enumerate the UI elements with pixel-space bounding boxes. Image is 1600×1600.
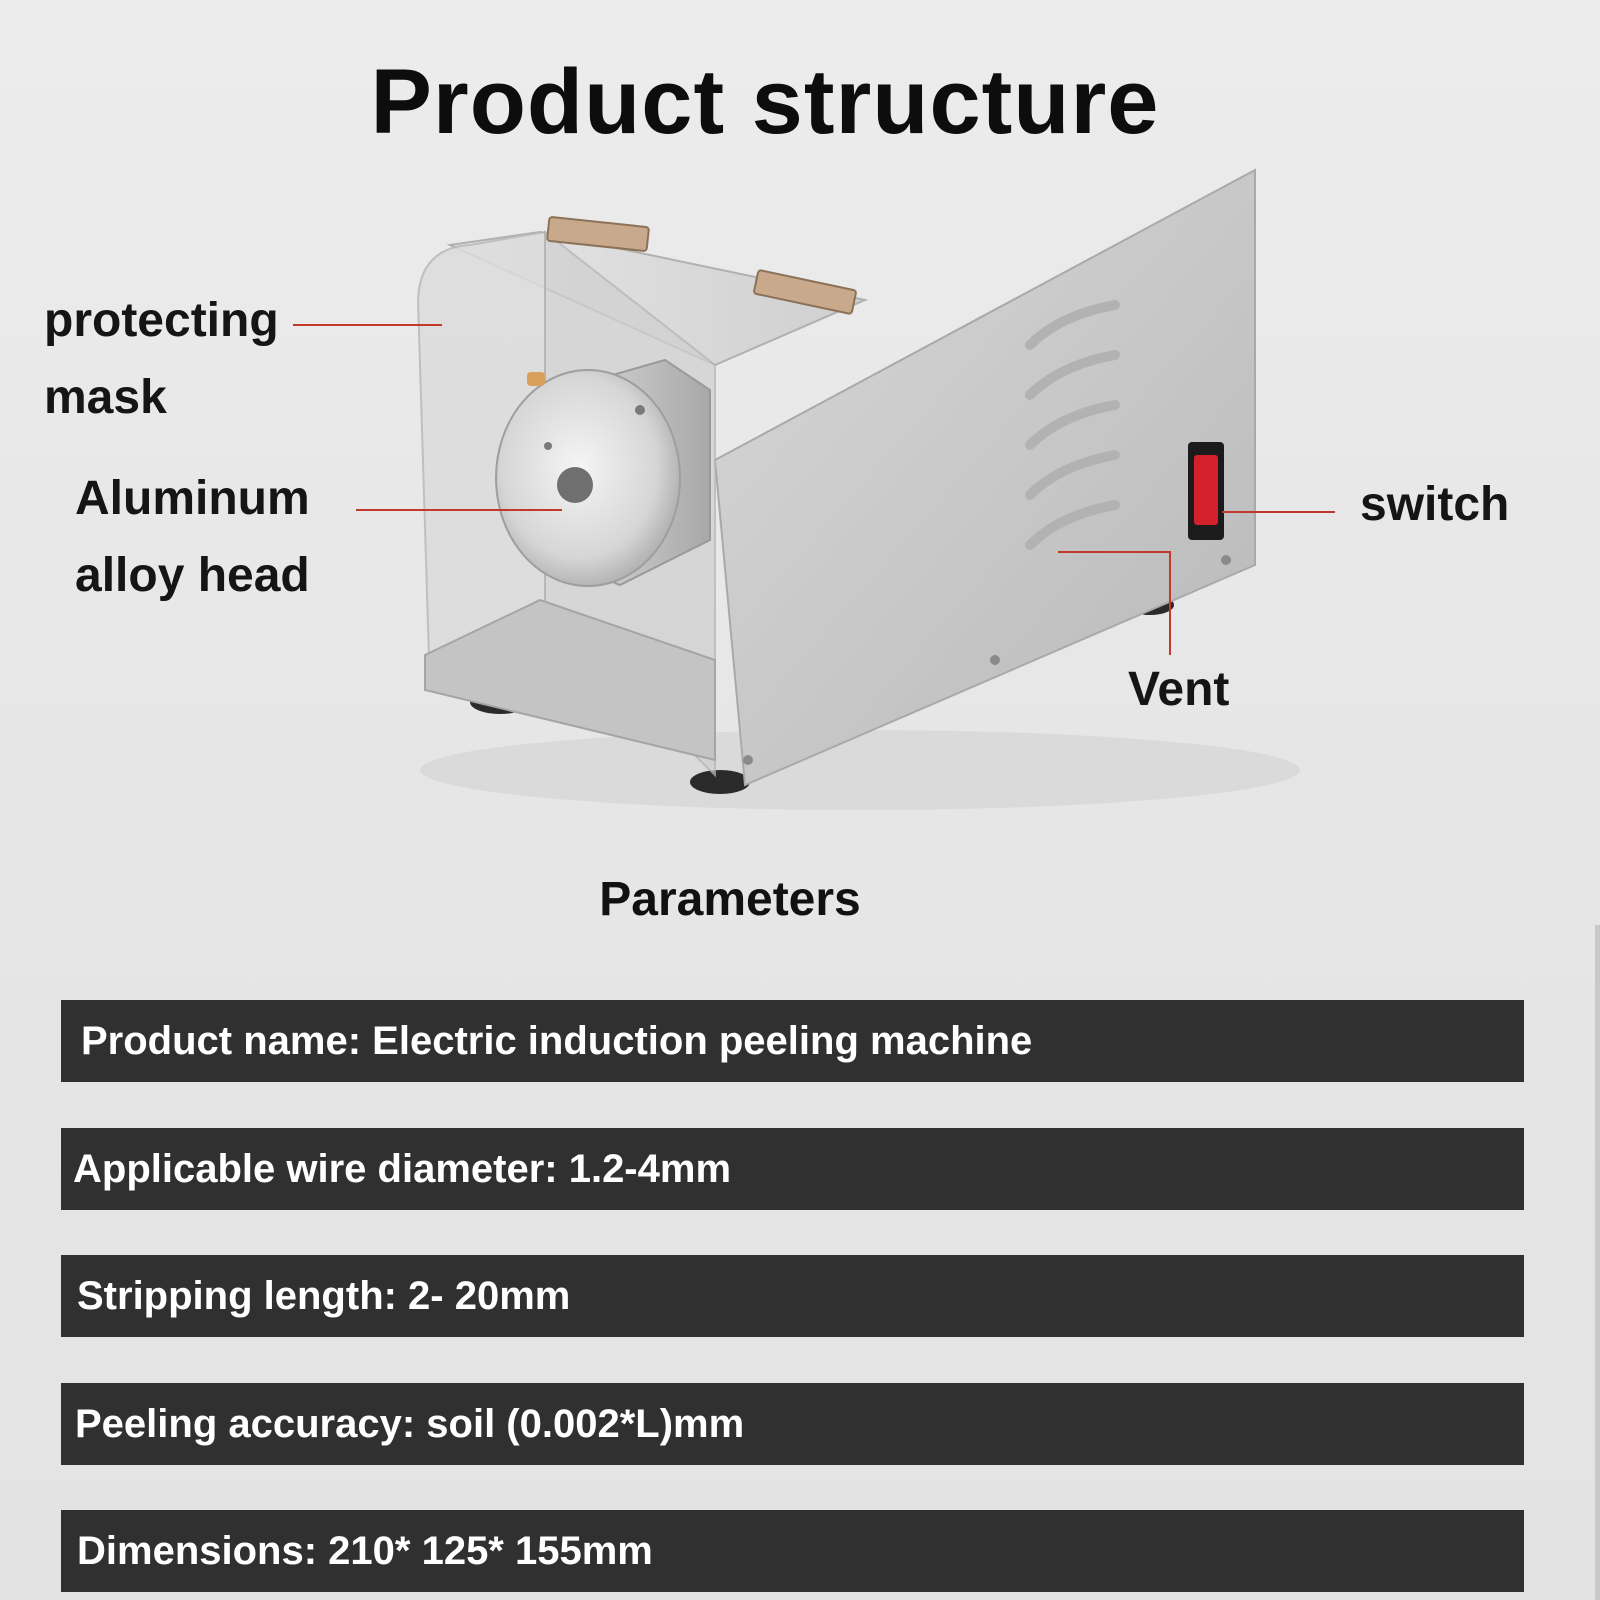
head-knob [527, 372, 545, 386]
head-center-hole [557, 467, 593, 503]
callout-vent: Vent [1128, 663, 1230, 716]
callout-aluminum-head-line2: alloy head [75, 549, 310, 602]
aluminum-head-disc [495, 369, 681, 587]
head-screw [544, 442, 552, 450]
parameter-row-dimensions: Dimensions: 210* 125* 155mm [61, 1510, 1524, 1592]
head-screw [635, 405, 645, 415]
callout-aluminum-head-line1: Aluminum [75, 472, 310, 525]
protecting-mask [416, 230, 546, 692]
power-switch-rocker [1194, 455, 1218, 525]
body-screw [743, 755, 753, 765]
callout-protecting-mask: protecting mask [44, 282, 279, 436]
machine-foot [690, 770, 750, 794]
parameter-row-product-name: Product name: Electric induction peeling… [61, 1000, 1524, 1082]
parameter-row-peeling-accuracy: Peeling accuracy: soil (0.002*L)mm [61, 1383, 1524, 1465]
parameters-heading: Parameters [599, 873, 861, 926]
top-cover [446, 230, 869, 367]
hinge [753, 269, 857, 315]
aluminum-head-body [559, 358, 711, 587]
page-title: Product structure [370, 51, 1160, 153]
bottom-tray [424, 598, 716, 762]
callout-protecting-mask-line1: protecting [44, 294, 279, 347]
hinge [546, 216, 650, 252]
machine-foot [1126, 595, 1174, 615]
body-screw [1221, 555, 1231, 565]
mask-side [544, 229, 716, 778]
callout-aluminum-head: Aluminum alloy head [75, 460, 310, 614]
machine-foot [470, 690, 530, 714]
page-edge-divider [1595, 925, 1600, 1600]
power-switch-housing [1188, 442, 1224, 540]
callout-protecting-mask-line2: mask [44, 371, 167, 424]
leader-line-vent [1058, 551, 1171, 655]
body-screw [990, 655, 1000, 665]
ground-shadow [420, 730, 1300, 810]
callout-switch: switch [1360, 478, 1510, 531]
parameter-row-wire-diameter: Applicable wire diameter: 1.2-4mm [61, 1128, 1524, 1210]
vent-slots [1025, 300, 1120, 550]
parameter-row-stripping-length: Stripping length: 2- 20mm [61, 1255, 1524, 1337]
